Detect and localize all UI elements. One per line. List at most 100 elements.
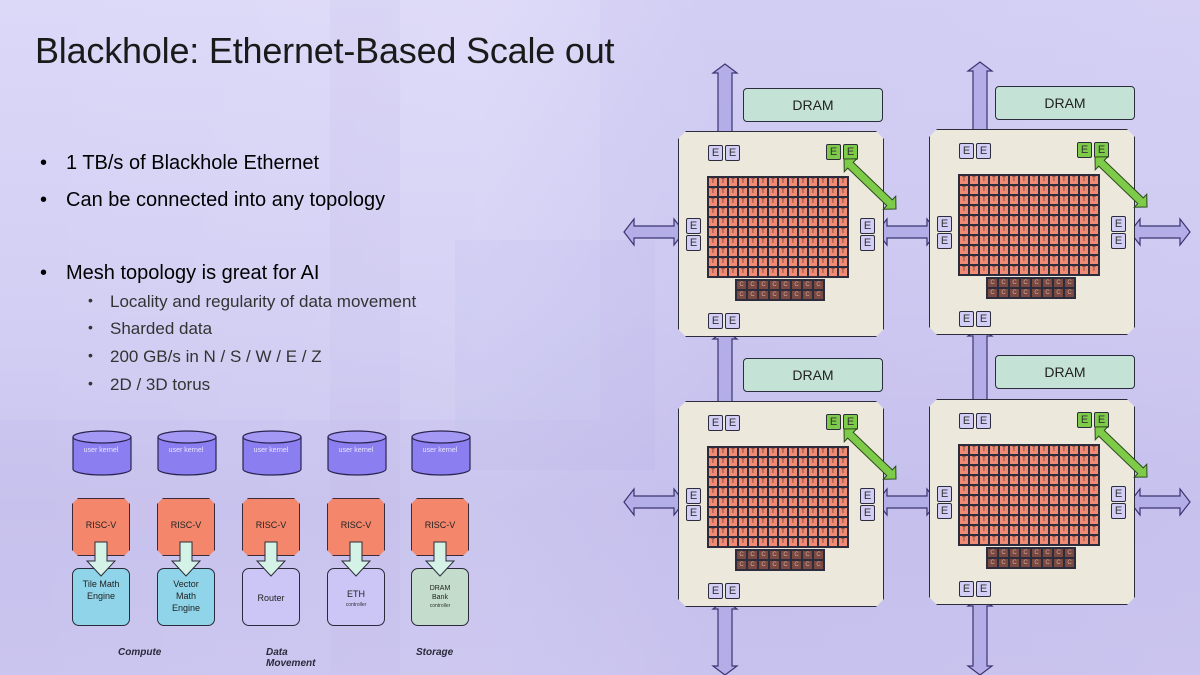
tensix-core: T <box>738 187 748 197</box>
tensix-core: T <box>748 457 758 467</box>
tensix-core: T <box>808 527 818 537</box>
tensix-core: T <box>979 185 989 195</box>
cpu-core: C <box>987 548 998 558</box>
tensix-core: T <box>1089 245 1099 255</box>
tensix-core: T <box>718 477 728 487</box>
tensix-core: T <box>728 537 738 547</box>
tensix-core: T <box>818 177 828 187</box>
tensix-core: T <box>1049 215 1059 225</box>
tensix-core: T <box>1059 225 1069 235</box>
tensix-core: T <box>1019 175 1029 185</box>
tensix-core: T <box>989 515 999 525</box>
tensix-core: T <box>808 457 818 467</box>
tensix-core: T <box>1039 515 1049 525</box>
category-label: Data Movement <box>266 647 316 669</box>
cpu-core: C <box>791 550 802 560</box>
tensix-core: T <box>969 525 979 535</box>
tensix-core: T <box>1039 465 1049 475</box>
tensix-core: T <box>1049 525 1059 535</box>
risc-v-label: RISC-V <box>170 520 202 530</box>
ethernet-port: E <box>937 233 952 249</box>
tensix-core: T <box>969 235 979 245</box>
tensix-core: T <box>1019 215 1029 225</box>
tensix-core: T <box>979 225 989 235</box>
cpu-core: C <box>758 290 769 300</box>
tensix-core: T <box>718 497 728 507</box>
tensix-core: T <box>818 527 828 537</box>
cpu-core: C <box>758 550 769 560</box>
tensix-core: T <box>1029 265 1039 275</box>
user-kernel-label: user kernel <box>253 447 289 454</box>
tensix-core: T <box>788 457 798 467</box>
tensix-core: T <box>798 217 808 227</box>
tensix-core: T <box>838 457 848 467</box>
tensix-core: T <box>1029 525 1039 535</box>
tensix-core: T <box>728 457 738 467</box>
tensix-core: T <box>798 227 808 237</box>
bullet-text: 1 TB/s of Blackhole Ethernet <box>66 152 320 174</box>
tensix-core: T <box>788 467 798 477</box>
tensix-core: T <box>728 487 738 497</box>
tensix-core: T <box>828 477 838 487</box>
tensix-core: T <box>1059 505 1069 515</box>
tensix-core: T <box>959 505 969 515</box>
tensix-core: T <box>838 197 848 207</box>
bullet-glyph: • <box>40 262 48 284</box>
tensix-core: T <box>718 237 728 247</box>
tensix-core: T <box>1049 205 1059 215</box>
tensix-core: T <box>1039 185 1049 195</box>
bullet-text: Sharded data <box>110 319 213 338</box>
tensix-core: T <box>838 237 848 247</box>
east-link-arrow-icon <box>1129 217 1191 247</box>
tensix-core: T <box>1039 485 1049 495</box>
tensix-core: T <box>758 227 768 237</box>
tensix-core: T <box>1069 195 1079 205</box>
tensix-core: T <box>1009 235 1019 245</box>
tensix-core: T <box>728 197 738 207</box>
tensix-core: T <box>979 445 989 455</box>
tensix-core: T <box>738 507 748 517</box>
tensix-core: T <box>798 267 808 277</box>
tensix-core: T <box>1069 515 1079 525</box>
tensix-core: T <box>708 187 718 197</box>
tensix-core: T <box>718 227 728 237</box>
cpu-core: C <box>802 290 813 300</box>
tensix-core: T <box>758 487 768 497</box>
tensix-core: T <box>999 245 1009 255</box>
tensix-core: T <box>758 527 768 537</box>
cpu-core: C <box>1053 278 1064 288</box>
tensix-core: T <box>768 507 778 517</box>
tensix-core: T <box>1079 485 1089 495</box>
tensix-core: T <box>728 247 738 257</box>
tensix-core: T <box>1089 505 1099 515</box>
tensix-core: T <box>1039 195 1049 205</box>
ethernet-dram-port: E <box>1094 412 1109 428</box>
tensix-core: T <box>768 227 778 237</box>
tensix-core: T <box>818 217 828 227</box>
down-arrow-icon <box>255 541 287 582</box>
tensix-core: T <box>738 267 748 277</box>
tensix-core: T <box>1089 205 1099 215</box>
tensix-core: T <box>1079 225 1089 235</box>
tensix-core: T <box>1039 475 1049 485</box>
tensix-core: T <box>708 237 718 247</box>
tensix-core: T <box>1089 255 1099 265</box>
ethernet-dram-port: E <box>1077 412 1092 428</box>
tensix-core: T <box>969 465 979 475</box>
tensix-core: T <box>738 477 748 487</box>
tensix-core: T <box>768 457 778 467</box>
tensix-core: T <box>728 177 738 187</box>
cpu-core: C <box>780 290 791 300</box>
ethernet-dram-port: E <box>826 144 841 160</box>
tensix-core: T <box>738 497 748 507</box>
cylinder-icon <box>327 430 387 476</box>
tensix-core: T <box>1039 255 1049 265</box>
tensix-core: T <box>818 497 828 507</box>
tensix-core: T <box>818 487 828 497</box>
ethernet-port: E <box>1111 216 1126 232</box>
tensix-core: T <box>758 507 768 517</box>
tensix-core: T <box>778 477 788 487</box>
tensix-core: T <box>778 467 788 477</box>
tensix-core: T <box>788 247 798 257</box>
tensix-core: T <box>1059 525 1069 535</box>
